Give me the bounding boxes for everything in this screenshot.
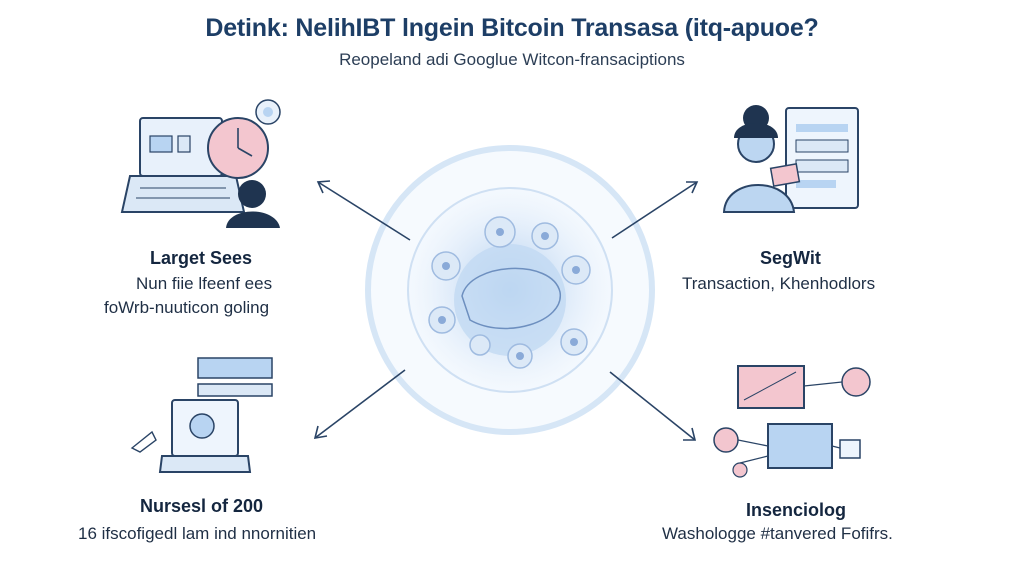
central-network-icon	[365, 145, 655, 435]
panel-top-left-line2: foWrb-nuuticon goling	[104, 298, 270, 317]
panel-top-left-line1: Nun fiie lfeenf ees	[136, 274, 273, 293]
person-icon	[226, 180, 280, 228]
connector-arrows	[313, 180, 699, 441]
page-subtitle: Reopeland adi Googlue Witcon-fransacipti…	[339, 50, 685, 69]
tablet-icon	[130, 357, 273, 473]
clock-icon	[207, 99, 281, 179]
laptop-icon	[120, 117, 246, 213]
panel-bottom-right-line1: Washologge #tanvered Fofifrs.	[662, 524, 893, 543]
woman-icon	[722, 105, 801, 213]
document-icon	[785, 107, 859, 209]
panel-bottom-left-line1: 16 ifscofigedl lam ind nnornitien	[78, 524, 317, 543]
panel-top-right-line1: Transaction, Khenhodlors	[682, 274, 876, 293]
panel-top-left-heading: Larget Sees	[150, 248, 253, 268]
page-title: Detink: NelihIBT lngein Bitcoin Transasa…	[205, 14, 819, 42]
panel-bottom-left-heading: Nursesl of 200	[140, 496, 264, 516]
network-nodes-icon	[713, 365, 871, 478]
panel-top-right-heading: SegWit	[760, 248, 821, 268]
panel-bottom-right-heading: Insenciolog	[746, 500, 847, 520]
